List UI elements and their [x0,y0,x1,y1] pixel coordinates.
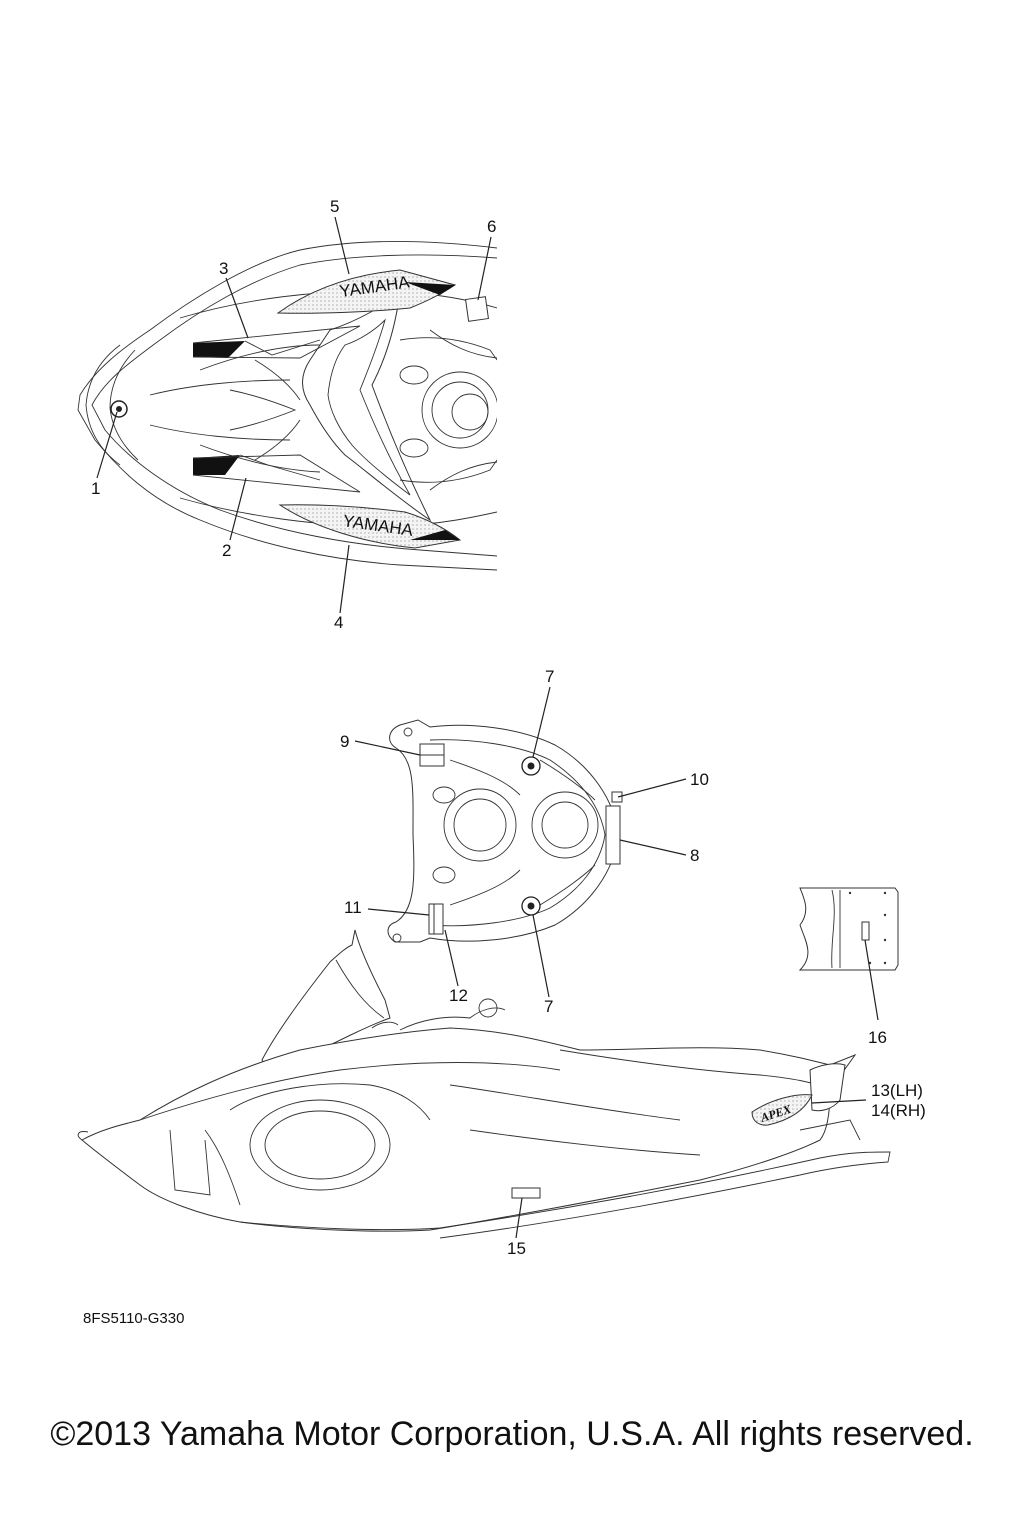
decal-8-label [605,805,621,865]
hood-top-view [77,241,497,571]
tank-view-leaders [354,686,687,998]
side-view-leaders [515,1099,867,1239]
decal-6-tag [465,296,489,322]
decal-12-label [433,903,444,935]
callout-1: 1 [91,479,100,498]
callout-2: 2 [222,541,231,560]
tank-top-view [387,719,623,943]
callout-3: 3 [219,259,228,278]
decal-13-14-apex-badge [751,1094,813,1126]
decal-10-label [611,791,623,803]
callout-12: 12 [449,986,468,1005]
decal-7-emblem-lower [521,896,541,916]
callout-9: 9 [340,732,349,751]
callout-7-upper: 7 [545,667,554,686]
callout-5: 5 [330,197,339,216]
callout-10: 10 [690,770,709,789]
callout-13-lh: 13(LH) [871,1081,923,1100]
decal-7-emblem-upper [521,756,541,776]
callout-6: 6 [487,217,496,236]
callout-4: 4 [334,613,343,632]
decal-5-yamaha-upper [276,269,457,314]
callout-14-rh: 14(RH) [871,1101,926,1120]
diagram-code: 8FS5110-G330 [83,1310,185,1327]
panel-detail [798,887,899,1021]
callout-7-lower: 7 [544,997,553,1016]
callout-labels: 5 6 3 1 2 4 7 9 10 8 11 12 7 16 13(LH) 1… [91,197,926,1258]
decal-4-yamaha-lower [278,504,462,549]
copyright-notice: ©2013 Yamaha Motor Corporation, U.S.A. A… [50,1415,974,1453]
callout-11: 11 [344,898,362,917]
decal-16-label [861,921,870,941]
top-view-leaders [96,216,492,614]
callout-16: 16 [868,1028,887,1047]
decal-2-graphic [193,455,240,475]
side-view [77,929,891,1239]
decal-15-label [511,1187,541,1199]
decal-3-graphic [193,341,245,358]
callout-15: 15 [507,1239,526,1258]
callout-8: 8 [690,846,699,865]
